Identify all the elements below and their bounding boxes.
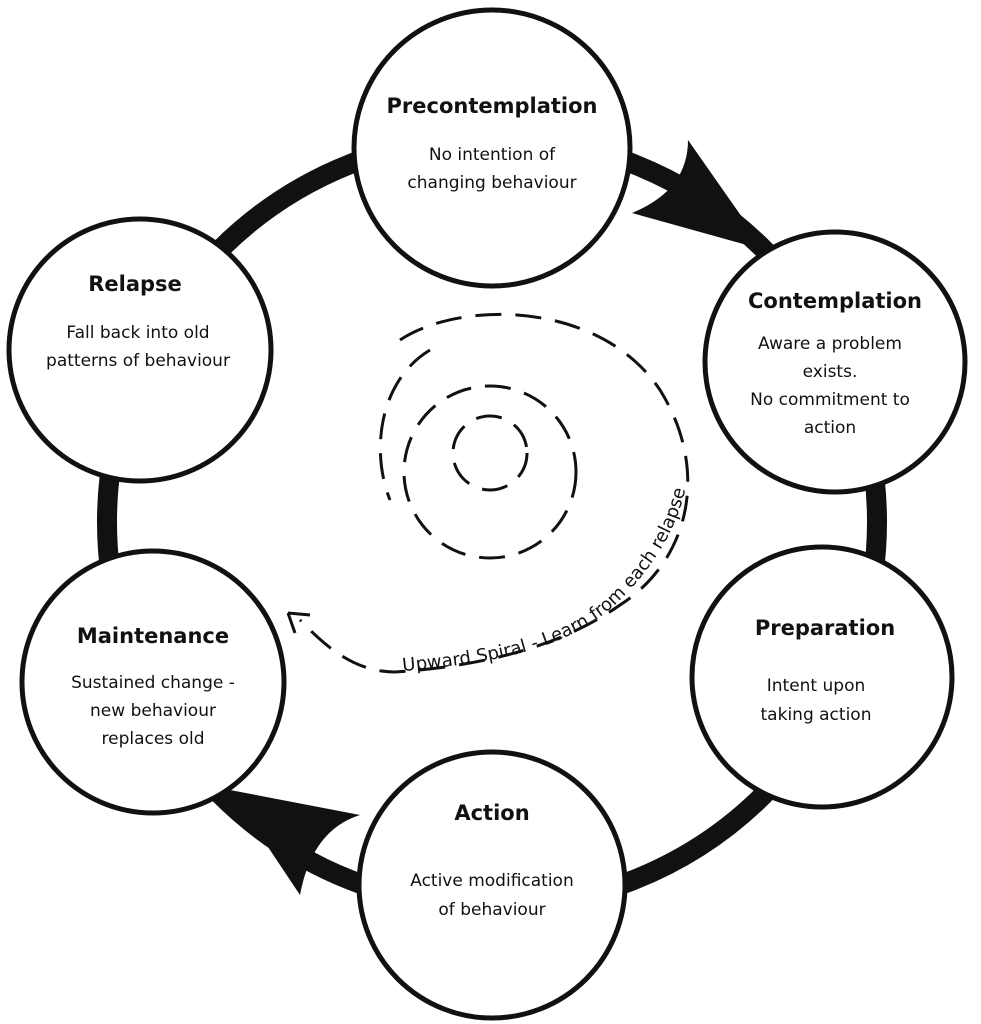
stage-line: Fall back into old	[66, 323, 209, 343]
stage-preparation: Preparation Intent upon taking action	[689, 544, 955, 810]
stage-line: of behaviour	[438, 900, 545, 920]
stage-relapse: Relapse Fall back into old patterns of b…	[6, 216, 274, 484]
spiral-arrowhead	[286, 611, 311, 634]
stage-line: exists.	[803, 362, 858, 382]
stage-line: new behaviour	[90, 701, 216, 721]
stage-action: Action Active modification of behaviour	[356, 749, 628, 1021]
stage-line: patterns of behaviour	[46, 351, 230, 371]
stage-precontemplation: Precontemplation No intention of changin…	[351, 7, 633, 289]
stage-line: taking action	[761, 705, 872, 725]
stage-title: Contemplation	[748, 289, 922, 313]
cycle-arrowhead-bottom-left	[230, 790, 360, 895]
cycle-arrowhead-top-right	[632, 140, 765, 250]
stage-title: Maintenance	[77, 624, 229, 648]
stage-line: changing behaviour	[407, 173, 576, 193]
stage-line: action	[804, 418, 856, 438]
stage-line: Sustained change -	[71, 673, 235, 693]
stage-line: Intent upon	[767, 676, 866, 696]
stage-title: Relapse	[88, 272, 182, 296]
upward-spiral	[298, 312, 690, 674]
stage-line: No commitment to	[750, 390, 910, 410]
stage-title: Action	[454, 801, 529, 825]
stage-line: Active modification	[410, 871, 574, 891]
stage-line: replaces old	[102, 729, 205, 749]
stage-title: Precontemplation	[387, 94, 598, 118]
spiral-label: Upward Spiral - Learn from each relapse	[401, 485, 690, 676]
stage-maintenance: Maintenance Sustained change - new behav…	[19, 548, 287, 816]
stage-title: Preparation	[755, 616, 895, 640]
stage-line: Aware a problem	[758, 334, 902, 354]
spiral-label-path: Upward Spiral - Learn from each relapse	[401, 485, 690, 676]
stage-contemplation: Contemplation Aware a problem exists. No…	[702, 229, 968, 495]
stage-line: No intention of	[429, 145, 556, 165]
